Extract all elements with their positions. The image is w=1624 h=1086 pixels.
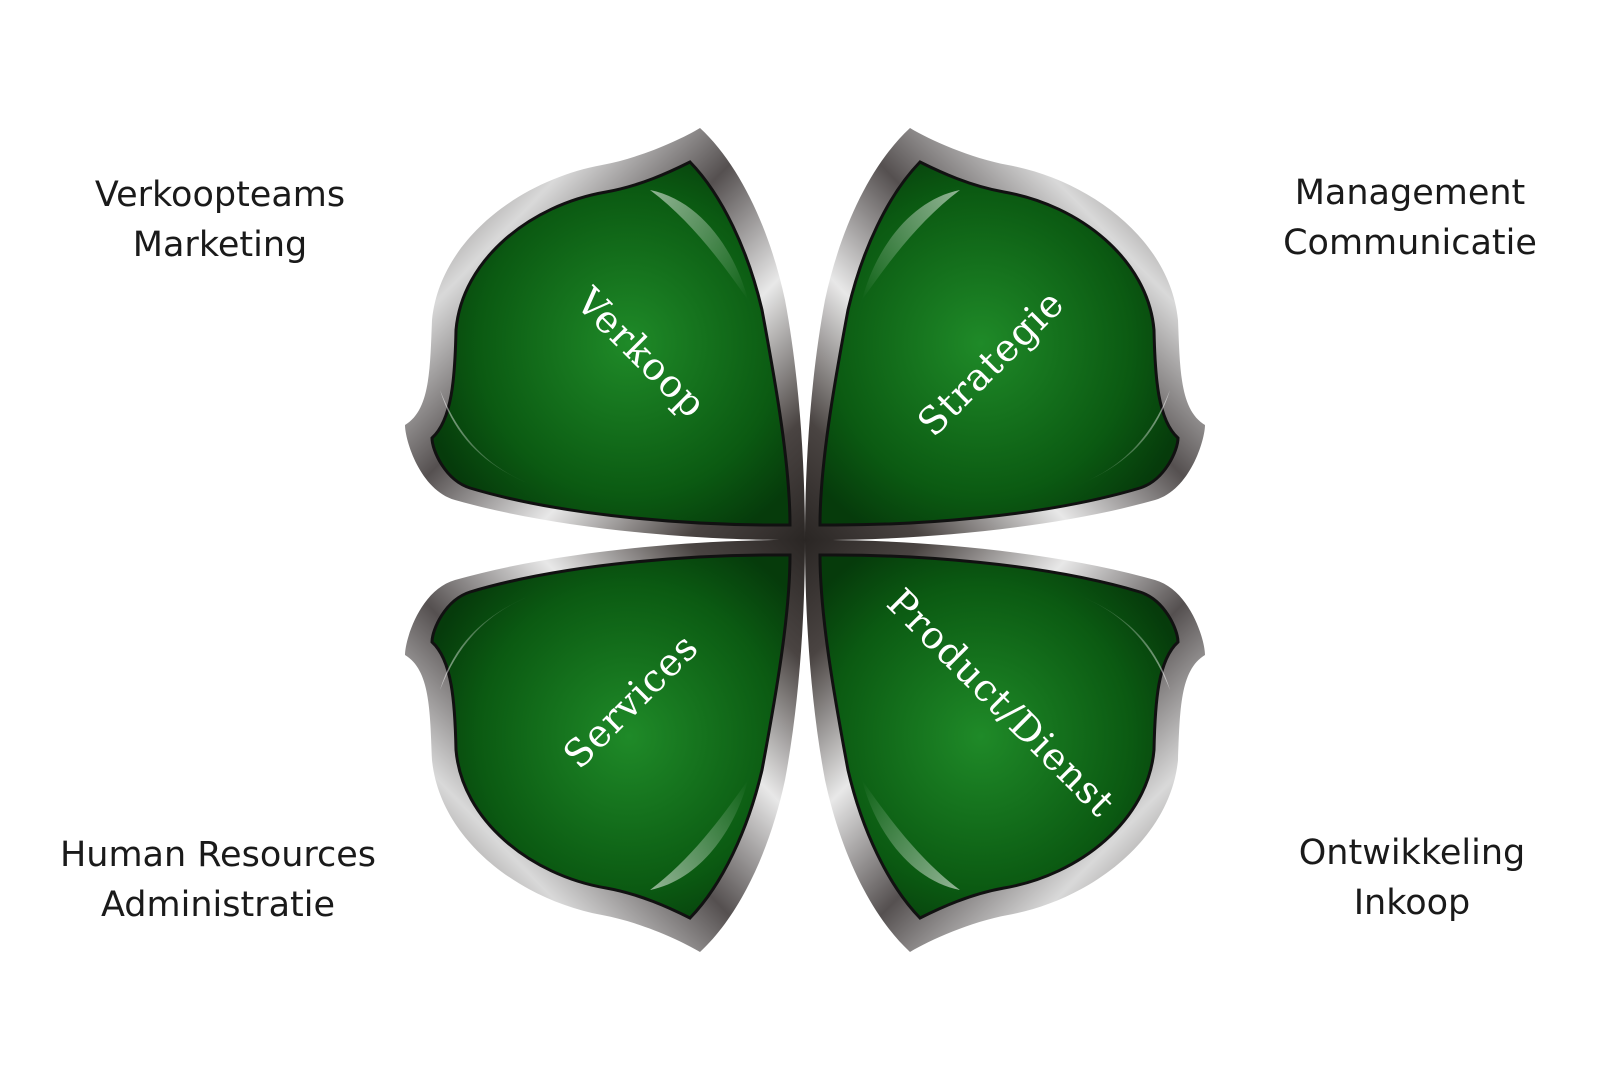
corner-line: Ontwikkeling [1298, 833, 1526, 873]
corner-label-bottom-left: Human Resources Administratie [28, 830, 408, 930]
leaf-bottom-right [805, 540, 1205, 952]
corner-line: Communicatie [1283, 223, 1537, 263]
corner-line: Management [1294, 173, 1526, 213]
corner-label-bottom-right: Ontwikkeling Inkoop [1222, 828, 1602, 928]
corner-line: Inkoop [1353, 883, 1471, 923]
corner-line: Verkoopteams [94, 175, 346, 215]
corner-label-top-right: Management Communicatie [1220, 168, 1600, 268]
corner-line: Administratie [100, 885, 336, 925]
corner-label-top-left: Verkoopteams Marketing [30, 170, 410, 270]
corner-line: Human Resources [59, 835, 377, 875]
corner-line: Marketing [132, 225, 308, 265]
